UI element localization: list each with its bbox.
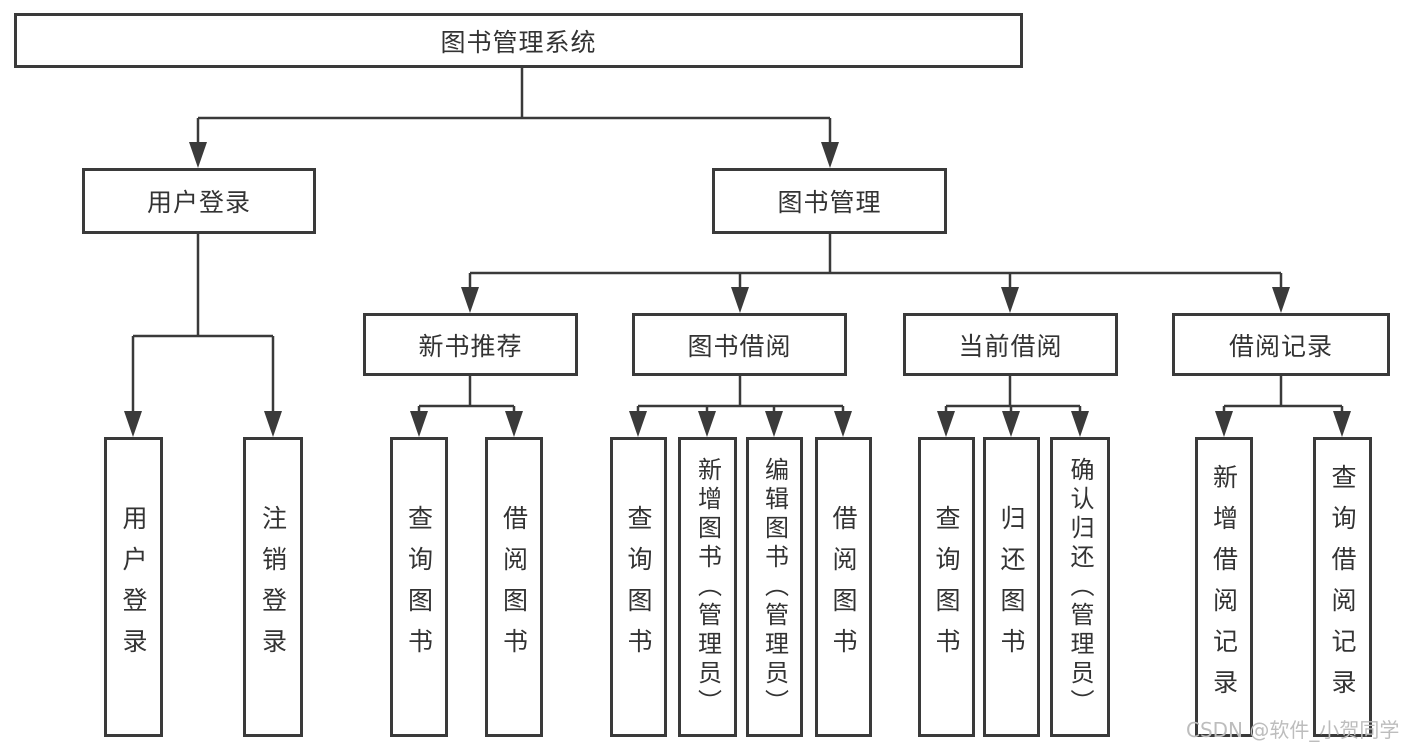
node-new-book-recommend-label: 新书推荐 [418,331,523,361]
arrowhead [821,142,839,168]
node-library-system: 图书管理系统 [14,13,1023,68]
node-book-management: 图书管理 [712,168,947,234]
leaf-query-books-current: 查询图书 [918,437,975,737]
arrowhead [189,142,207,168]
leaf-edit-book-admin-label: 编辑图书（管理员） [760,456,789,718]
leaf-edit-book-admin: 编辑图书（管理员） [746,437,803,737]
node-user-login-label: 用户登录 [146,188,251,217]
leaf-query-books-current-label: 查询图书 [932,505,961,669]
connector-borrowing-records-children [1215,376,1351,437]
leaf-return-books: 归还图书 [983,437,1040,737]
arrowhead [124,411,142,437]
node-current-borrowing: 当前借阅 [903,313,1118,376]
arrowhead [629,411,647,437]
leaf-query-borrow-record: 查询借阅记录 [1313,437,1372,737]
arrowhead [765,411,783,437]
arrowhead [461,287,479,313]
arrowhead [834,411,852,437]
node-borrowing-records: 借阅记录 [1172,313,1390,376]
arrowhead [264,411,282,437]
arrowhead [505,411,523,437]
connector-new-book-recommend-children [410,376,523,437]
connector-book-borrowing-children [629,376,852,437]
csdn-watermark: CSDN @软件_小贺同学 [1186,718,1400,742]
leaf-add-borrow-record-label: 新增借阅记录 [1209,464,1239,710]
arrowhead [1002,411,1020,437]
arrowhead [1071,411,1089,437]
node-current-borrowing-label: 当前借阅 [958,331,1063,361]
leaf-logout: 注销登录 [243,437,303,737]
node-user-login: 用户登录 [82,168,316,234]
connector-current-borrowing-children [937,376,1089,437]
connector-book-management-children [461,234,1290,313]
arrowhead [1333,411,1351,437]
connector-root-to-level2 [189,68,839,168]
arrowhead [937,411,955,437]
node-book-borrowing: 图书借阅 [632,313,847,376]
node-library-system-label: 图书管理系统 [440,27,597,57]
node-book-management-label: 图书管理 [777,188,882,217]
leaf-query-books-recommend: 查询图书 [390,437,448,737]
connector-user-login-children [124,234,282,437]
arrowhead [410,411,428,437]
node-borrowing-records-label: 借阅记录 [1228,331,1333,361]
leaf-query-books-borrowing: 查询图书 [610,437,667,737]
node-new-book-recommend: 新书推荐 [363,313,578,376]
arrowhead [1272,287,1290,313]
leaf-confirm-return-admin: 确认归还（管理员） [1050,437,1110,737]
leaf-logout-label: 注销登录 [258,505,288,669]
leaf-query-borrow-record-label: 查询借阅记录 [1328,464,1357,710]
leaf-user-login: 用户登录 [104,437,163,737]
leaf-user-login-label: 用户登录 [119,505,148,669]
leaf-return-books-label: 归还图书 [997,505,1026,669]
arrowhead [1215,411,1233,437]
leaf-query-books-borrowing-label: 查询图书 [624,505,653,669]
leaf-add-book-admin-label: 新增图书（管理员） [693,456,722,718]
leaf-query-books-recommend-label: 查询图书 [404,505,434,669]
leaf-add-book-admin: 新增图书（管理员） [678,437,737,737]
arrowhead [698,411,716,437]
arrowhead [731,287,749,313]
leaf-borrow-books-borrowing-label: 借阅图书 [829,505,858,669]
leaf-add-borrow-record: 新增借阅记录 [1195,437,1253,737]
leaf-borrow-books-recommend-label: 借阅图书 [499,505,529,669]
leaf-borrow-books-recommend: 借阅图书 [485,437,543,737]
arrowhead [1001,287,1019,313]
leaf-borrow-books-borrowing: 借阅图书 [815,437,872,737]
leaf-confirm-return-admin-label: 确认归还（管理员） [1066,456,1094,718]
node-book-borrowing-label: 图书借阅 [687,331,792,361]
